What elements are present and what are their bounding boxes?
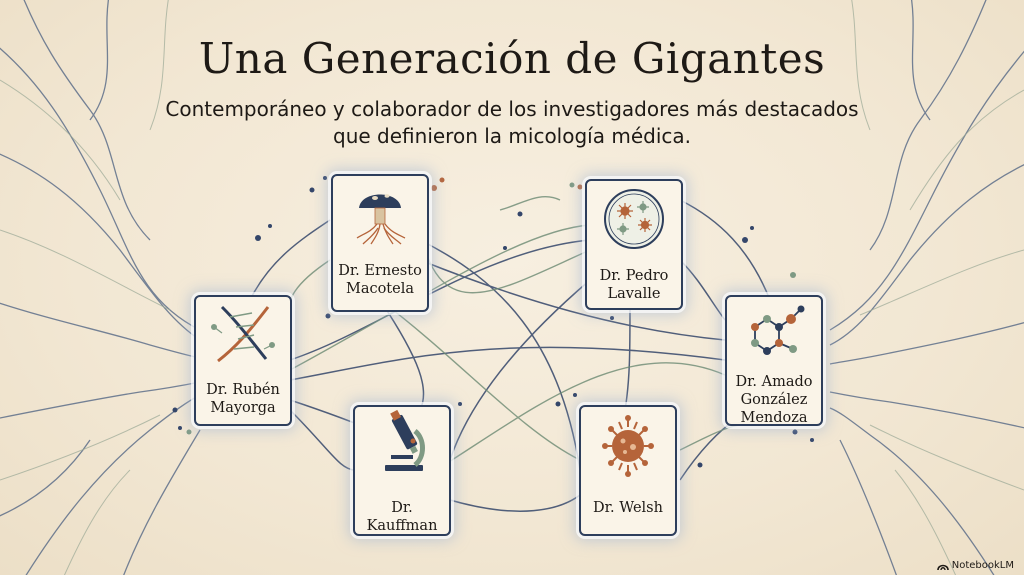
dot	[431, 185, 437, 191]
card-name: Dr. Kauffman	[366, 500, 438, 534]
connection	[624, 304, 631, 411]
dot	[792, 429, 798, 435]
connection	[289, 409, 356, 471]
vine	[829, 391, 1024, 429]
vine	[859, 249, 1024, 316]
card-gonzalez: Dr. Amado González Mendoza	[725, 295, 823, 426]
vine	[123, 429, 201, 575]
vine	[0, 302, 201, 359]
vine	[909, 89, 1024, 211]
vine	[0, 381, 201, 419]
card-name: Dr. Amado González Mendoza	[735, 374, 813, 426]
vine	[829, 322, 1024, 365]
card-kauffman: Dr. Kauffman	[353, 405, 451, 536]
dot	[323, 176, 327, 180]
vine	[63, 469, 131, 575]
connection	[419, 229, 591, 294]
dot	[458, 402, 462, 406]
card-lavalle: Dr. Pedro Lavalle	[585, 179, 683, 310]
connection	[289, 346, 726, 381]
virus-icon	[602, 415, 654, 477]
dot	[309, 187, 315, 193]
dot	[503, 246, 507, 250]
mushroom-icon	[356, 194, 406, 245]
connection	[679, 259, 726, 321]
dna-icon	[211, 305, 275, 363]
dot	[810, 438, 814, 442]
dot	[517, 211, 523, 217]
vine	[0, 229, 171, 311]
connection	[679, 423, 761, 451]
connection	[289, 224, 591, 371]
connection	[419, 362, 726, 481]
vine	[829, 407, 995, 575]
connection	[379, 299, 425, 411]
card-name: Dr. Ernesto Macotela	[338, 263, 422, 297]
card-name: Dr. Pedro Lavalle	[599, 268, 669, 302]
card-welsh: Dr. Welsh	[579, 405, 677, 536]
dot	[255, 235, 261, 241]
connection	[419, 239, 581, 471]
connection	[249, 219, 331, 301]
connection	[289, 239, 591, 361]
connection	[379, 299, 581, 461]
page-subtitle: Contemporáneo y colaborador de los inves…	[165, 97, 859, 148]
card-macotela: Dr. Ernesto Macotela	[331, 174, 429, 312]
dot	[742, 237, 748, 243]
connection	[499, 195, 561, 211]
vine	[829, 50, 1024, 331]
page-title: Una Generación de Gigantes	[198, 34, 826, 83]
vine	[869, 0, 987, 251]
petri-dish-icon	[604, 189, 664, 249]
vine	[89, 0, 110, 121]
dot	[697, 462, 703, 468]
vine	[25, 394, 201, 575]
dot	[610, 316, 614, 320]
dot	[325, 313, 331, 319]
connection	[286, 259, 331, 331]
card-name: Dr. Rubén Mayorga	[206, 382, 280, 416]
dot	[439, 177, 445, 183]
vine	[829, 164, 1024, 346]
dot	[178, 426, 182, 430]
dot	[569, 182, 575, 188]
dot	[790, 272, 796, 278]
vine	[0, 47, 201, 331]
vine	[0, 414, 161, 481]
card-mayorga: Dr. Rubén Mayorga	[194, 295, 292, 426]
vine	[851, 0, 871, 131]
connection	[679, 199, 771, 301]
dot	[573, 393, 577, 397]
dot	[555, 401, 561, 407]
vine	[869, 424, 1024, 491]
vine	[894, 469, 957, 575]
notebooklm-logo-icon	[936, 564, 949, 570]
dot	[577, 184, 583, 190]
connection	[449, 279, 591, 461]
connection	[449, 494, 581, 512]
molecule-icon	[751, 305, 805, 355]
badge-label: NotebookLM	[951, 560, 1014, 571]
dot	[750, 226, 754, 230]
vine	[839, 439, 898, 575]
dot	[186, 429, 192, 435]
card-name: Dr. Welsh	[593, 500, 663, 516]
notebooklm-badge: NotebookLM	[936, 560, 1014, 571]
vine	[149, 0, 169, 131]
vine	[0, 79, 121, 201]
vine	[23, 0, 151, 241]
vine	[910, 0, 931, 121]
vine	[0, 153, 201, 341]
microscope-icon	[385, 409, 425, 471]
dot	[172, 407, 178, 413]
dot	[268, 224, 272, 228]
